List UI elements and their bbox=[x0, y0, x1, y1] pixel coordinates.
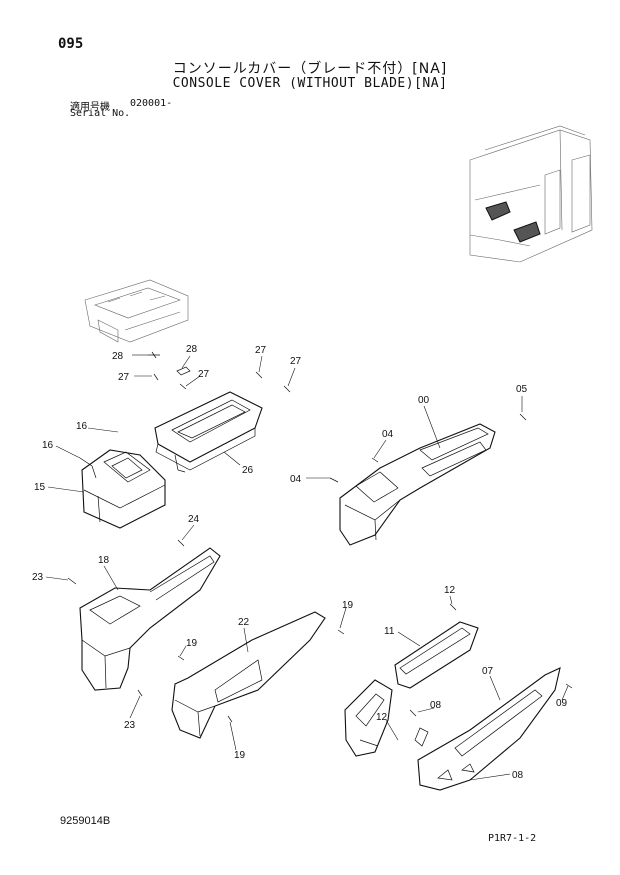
cab-reference-view bbox=[469, 125, 593, 263]
leader-lines bbox=[45, 354, 569, 781]
page-code: P1R7-1-2 bbox=[488, 833, 537, 844]
callout-04-b: 04 bbox=[290, 474, 302, 485]
callout-11: 11 bbox=[384, 626, 395, 637]
page-title-english: CONSOLE COVER (WITHOUT BLADE)[NA] bbox=[172, 76, 448, 91]
callout-09: 09 bbox=[556, 698, 568, 709]
callout-19-c: 19 bbox=[234, 750, 246, 761]
console-part-00 bbox=[329, 413, 527, 546]
callout-24: 24 bbox=[188, 514, 200, 525]
side-cover-part-18 bbox=[67, 539, 221, 697]
document-code: 9259014B bbox=[60, 815, 111, 827]
callout-15: 15 bbox=[34, 482, 46, 493]
callout-12-b: 12 bbox=[376, 712, 388, 723]
callout-19-b: 19 bbox=[342, 600, 354, 611]
callout-27-b: 27 bbox=[198, 369, 210, 380]
side-cover-part-11 bbox=[394, 603, 479, 689]
callout-04-a: 04 bbox=[382, 429, 394, 440]
callout-08-b: 08 bbox=[512, 770, 524, 781]
serial-label-english: Serial No. bbox=[70, 108, 131, 119]
callout-28-b: 28 bbox=[186, 344, 198, 355]
monitor-panel-assembly bbox=[84, 279, 189, 343]
panel-cover-part-26 bbox=[154, 391, 263, 473]
side-cover-part-07 bbox=[417, 667, 573, 791]
callout-12-a: 12 bbox=[444, 585, 456, 596]
clip-parts-top bbox=[148, 351, 291, 393]
callout-07: 07 bbox=[482, 666, 494, 677]
callout-16-b: 16 bbox=[42, 440, 54, 451]
callout-26: 26 bbox=[242, 465, 254, 476]
bracket-part-08 bbox=[344, 679, 429, 757]
page-number: 095 bbox=[58, 36, 84, 52]
side-cover-part-22 bbox=[171, 611, 345, 739]
callout-labels: 28 28 27 27 27 27 16 16 15 26 00 05 04 0… bbox=[32, 344, 568, 781]
callout-05: 05 bbox=[516, 384, 528, 395]
callout-27-c: 27 bbox=[255, 345, 267, 356]
callout-28-a: 28 bbox=[112, 351, 124, 362]
callout-16-a: 16 bbox=[76, 421, 88, 432]
callout-27-d: 27 bbox=[290, 356, 302, 367]
callout-19-a: 19 bbox=[186, 638, 198, 649]
callout-27-a: 27 bbox=[118, 372, 130, 383]
serial-label-japanese: 適用号機 bbox=[70, 102, 110, 113]
serial-number-range: 020001- bbox=[130, 98, 173, 109]
front-cover-part-15 bbox=[79, 449, 166, 529]
page-title-japanese: コンソールカバー（ブレード不付）[NA] bbox=[172, 61, 448, 77]
callout-23-a: 23 bbox=[32, 572, 44, 583]
callout-18: 18 bbox=[98, 555, 110, 566]
callout-08-a: 08 bbox=[430, 700, 442, 711]
callout-00: 00 bbox=[418, 395, 430, 406]
callout-23-b: 23 bbox=[124, 720, 136, 731]
callout-22: 22 bbox=[238, 617, 250, 628]
